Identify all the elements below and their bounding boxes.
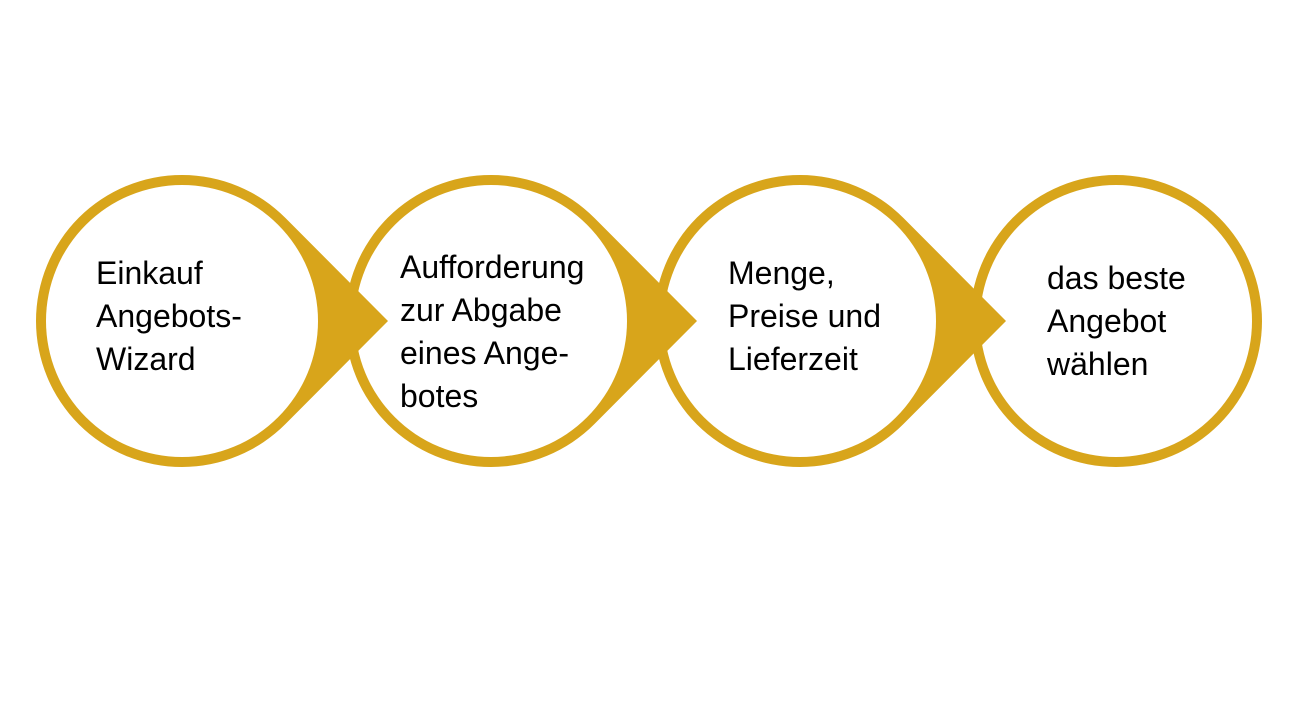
step-2-line: botes — [400, 378, 479, 414]
step-3-line: Menge, — [728, 255, 835, 291]
step-1-shape — [36, 175, 389, 468]
step-4-line: Angebot — [1047, 303, 1167, 339]
step-4-shape — [970, 175, 1262, 467]
step-3-shape — [653, 175, 1006, 468]
step-2-line: zur Abgabe — [400, 292, 562, 328]
step-3-label: Menge, Preise und Lieferzeit — [728, 252, 881, 381]
circle-inner — [980, 185, 1252, 457]
step-1-label: Einkauf Angebots- Wizard — [96, 252, 242, 381]
step-3-line: Lieferzeit — [728, 341, 858, 377]
step-2-shape — [345, 175, 697, 468]
step-4-line: wählen — [1047, 346, 1149, 382]
step-4-label: das beste Angebot wählen — [1047, 257, 1186, 386]
step-1-line: Angebots- — [96, 298, 242, 334]
step-2-line: eines Ange- — [400, 335, 570, 371]
step-1-line: Wizard — [96, 341, 196, 377]
step-1-line: Einkauf — [96, 255, 203, 291]
step-2-label: Aufforderung zur Abgabe eines Ange- bote… — [400, 246, 584, 418]
step-3-line: Preise und — [728, 298, 881, 334]
step-4-line: das beste — [1047, 260, 1186, 296]
step-2-line: Aufforderung — [400, 249, 585, 285]
circle-inner — [46, 185, 318, 457]
circle-inner — [664, 185, 936, 457]
circle-inner — [355, 185, 627, 457]
